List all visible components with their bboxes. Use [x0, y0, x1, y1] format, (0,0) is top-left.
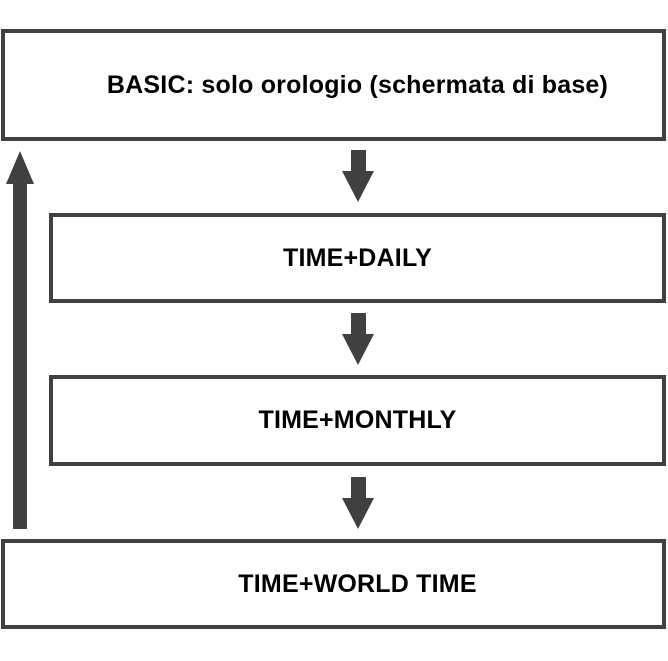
arrow-shaft: [13, 184, 27, 529]
arrow-head: [342, 334, 374, 365]
flow-box-time-daily-label: TIME+DAILY: [282, 243, 433, 272]
arrow-shaft: [350, 150, 366, 171]
arrow-down-basic-to-daily-icon: [342, 150, 374, 202]
flow-box-basic: BASIC: solo orologio (schermata di base): [1, 29, 666, 141]
arrow-head: [6, 151, 34, 184]
flow-box-time-daily: TIME+DAILY: [49, 213, 666, 303]
flow-box-time-world-time-label: TIME+WORLD TIME: [238, 569, 477, 598]
flow-box-time-world-time: TIME+WORLD TIME: [1, 539, 666, 629]
arrow-down-daily-to-monthly-icon: [342, 313, 374, 365]
arrow-head: [342, 171, 374, 202]
arrow-shaft: [350, 477, 366, 498]
flow-box-basic-label: BASIC: solo orologio (schermata di base): [106, 70, 609, 99]
arrow-shaft: [350, 313, 366, 334]
flow-box-time-monthly-label: TIME+MONTHLY: [258, 406, 457, 434]
arrow-head: [342, 498, 374, 529]
flow-box-time-monthly: TIME+MONTHLY: [49, 375, 666, 466]
arrow-up-return-to-basic-icon: [6, 151, 34, 529]
arrow-down-monthly-to-worldtime-icon: [342, 477, 374, 529]
